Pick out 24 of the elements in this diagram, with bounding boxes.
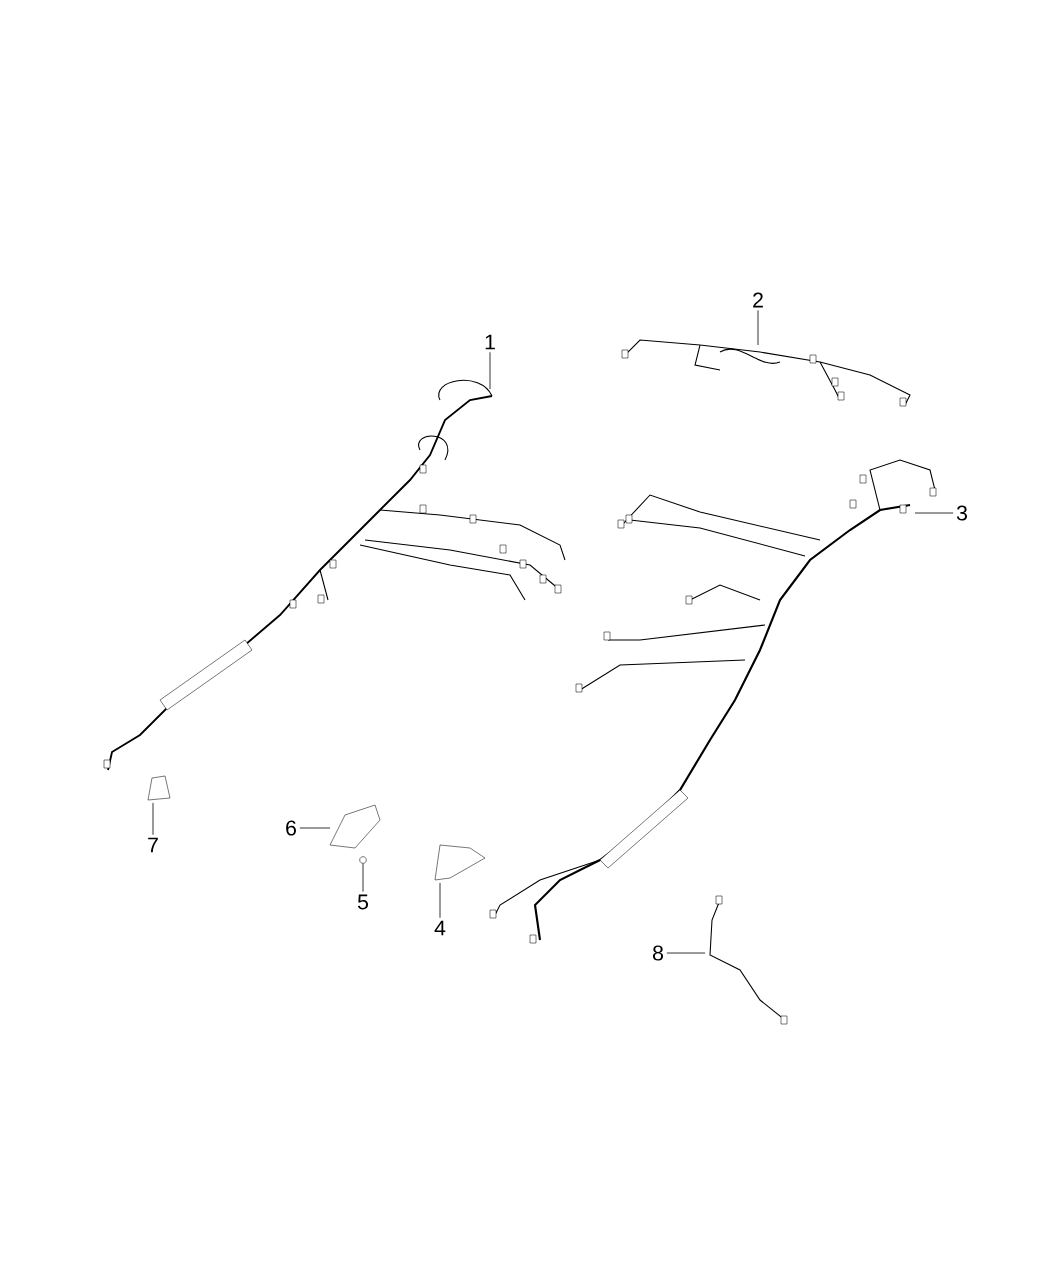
harness-part-drawing xyxy=(434,844,486,881)
callout-number: 4 xyxy=(434,920,446,936)
leader-line xyxy=(299,827,331,829)
leader-line xyxy=(489,351,491,390)
callout-number: 5 xyxy=(357,894,369,910)
callout-number: 1 xyxy=(485,334,495,350)
callout-number: 2 xyxy=(753,292,763,308)
callout-number: 8 xyxy=(653,945,663,961)
harness-part-drawing xyxy=(103,379,566,771)
harness-part-drawing xyxy=(147,775,171,801)
leader-line xyxy=(757,310,759,346)
leader-line xyxy=(362,863,364,893)
callout-number: 7 xyxy=(148,837,158,853)
leader-line xyxy=(666,952,706,954)
leader-line xyxy=(914,512,954,514)
callout-number: 3 xyxy=(956,505,967,521)
clip-drawing xyxy=(359,856,367,864)
leader-line xyxy=(152,802,154,836)
callout-number: 6 xyxy=(286,820,296,836)
harness-part-drawing xyxy=(329,804,381,849)
harness-part-drawing xyxy=(621,339,911,407)
harness-part-drawing xyxy=(709,895,788,1025)
harness-part-drawing xyxy=(489,459,937,944)
leader-line xyxy=(439,882,441,919)
